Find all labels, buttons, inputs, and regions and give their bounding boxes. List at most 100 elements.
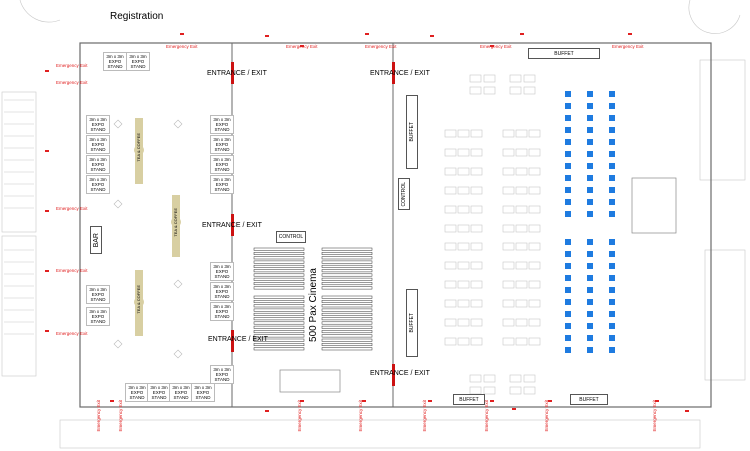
blue-seat-40 xyxy=(587,323,593,329)
banquet-table-65 xyxy=(515,299,528,308)
door-5 xyxy=(392,364,395,386)
emergency-exit-marker-13 xyxy=(45,330,49,332)
banquet-table-21 xyxy=(528,129,541,138)
control-box-1: CONTROL xyxy=(276,231,306,243)
banquet-table-42 xyxy=(470,261,483,270)
seat-row-11 xyxy=(253,269,305,273)
blue-seat-52 xyxy=(609,199,615,205)
banquet-table-64 xyxy=(502,299,515,308)
banquet-table-75 xyxy=(469,86,482,95)
bar-label: BAR xyxy=(92,232,100,248)
expo-stand-text: EXPO xyxy=(215,309,229,314)
emergency-exit-marker-16 xyxy=(300,400,304,402)
blue-seat-49 xyxy=(609,163,615,169)
blue-seat-43 xyxy=(609,91,615,97)
banquet-table-45 xyxy=(470,280,483,289)
blue-seat-57 xyxy=(609,275,615,281)
banquet-table-3 xyxy=(470,129,483,138)
expo-stand-text: EXPO xyxy=(215,142,229,147)
blue-seat-56 xyxy=(609,263,615,269)
blue-seat-47 xyxy=(609,139,615,145)
banquet-table-53 xyxy=(457,337,470,346)
banquet-table-57 xyxy=(528,242,541,251)
entrance-exit-label-5: ENTRANCE / EXIT xyxy=(370,370,430,377)
door-1 xyxy=(231,62,234,84)
expo-stand-text: STAND xyxy=(195,395,211,400)
blue-seat-62 xyxy=(609,335,615,341)
blue-seat-33 xyxy=(587,239,593,245)
entrance-exit-label-3: ENTRANCE / EXIT xyxy=(202,222,262,229)
expo-stand-text: STAND xyxy=(90,297,106,302)
seat-row-30 xyxy=(321,312,373,316)
banquet-table-72 xyxy=(528,337,541,346)
tea-coffee-label-2: TEA & COFFEE xyxy=(173,208,178,237)
door-2 xyxy=(392,62,395,84)
emergency-exit-marker-22 xyxy=(655,400,659,402)
banquet-table-51 xyxy=(470,318,483,327)
banquet-table-55 xyxy=(502,242,515,251)
blue-seat-26 xyxy=(587,139,593,145)
seat-row-37 xyxy=(253,330,305,334)
blue-seat-12 xyxy=(565,239,571,245)
emergency-exit-marker-19 xyxy=(490,400,494,402)
banquet-table-66 xyxy=(528,299,541,308)
seat-row-4 xyxy=(321,252,373,255)
expo-stand-text: EXPO xyxy=(215,182,229,187)
emergency-exit-marker-10 xyxy=(45,150,49,152)
blue-seat-51 xyxy=(609,187,615,193)
expo-stand-text: 3m x 3m xyxy=(89,177,107,182)
banquet-table-30 xyxy=(528,186,541,195)
expo-stand-text: STAND xyxy=(214,187,230,192)
blue-seat-30 xyxy=(587,187,593,193)
emergency-exit-marker-15 xyxy=(265,410,269,412)
blue-seat-15 xyxy=(565,275,571,281)
expo-stand-text: 3m x 3m xyxy=(89,117,107,122)
seat-row-23 xyxy=(253,300,305,303)
banquet-table-52 xyxy=(444,337,457,346)
expo-stand-text: EXPO xyxy=(91,162,105,167)
expo-stand-text: EXPO xyxy=(91,142,105,147)
banquet-table-38 xyxy=(457,242,470,251)
expo-stand-text: STAND xyxy=(173,395,189,400)
emergency-exit-marker-11 xyxy=(45,210,49,212)
expo-stand-text: EXPO xyxy=(215,289,229,294)
banquet-table-35 xyxy=(515,224,528,233)
expo-stand-text: 3m x 3m xyxy=(89,137,107,142)
seat-row-24 xyxy=(321,300,373,303)
emergency-exit-label-17: Emergency Exit xyxy=(544,400,549,432)
expo-stand-text: 3m x 3m xyxy=(89,287,107,292)
seat-row-16 xyxy=(321,277,373,281)
expo-stand-text: 3m x 3m xyxy=(213,264,231,269)
blue-seat-37 xyxy=(587,287,593,293)
banquet-table-47 xyxy=(457,299,470,308)
emergency-exit-label-10: Emergency Exit xyxy=(56,331,88,336)
expo-stand-text: EXPO xyxy=(108,59,122,64)
emergency-exit-label-3: Emergency Exit xyxy=(365,44,397,49)
buffet-box-5: BUFFET xyxy=(570,394,608,405)
banquet-table-23 xyxy=(515,148,528,157)
emergency-exit-marker-7 xyxy=(520,33,524,35)
entrance-exit-label-4: ENTRANCE / EXIT xyxy=(208,336,268,343)
expo-stand-text: 3m x 3m xyxy=(89,309,107,314)
blue-seat-23 xyxy=(587,103,593,109)
blue-seat-1 xyxy=(565,91,571,97)
seat-row-44 xyxy=(321,343,373,346)
banquet-table-8 xyxy=(457,167,470,176)
banquet-table-85 xyxy=(509,374,522,383)
seat-row-28 xyxy=(321,308,373,312)
banquet-table-50 xyxy=(457,318,470,327)
banquet-table-69 xyxy=(528,318,541,327)
blue-seat-28 xyxy=(587,163,593,169)
seat-row-21 xyxy=(253,295,305,299)
emergency-exit-marker-4 xyxy=(365,33,369,35)
seat-row-43 xyxy=(253,343,305,346)
banquet-table-4 xyxy=(444,148,457,157)
seat-row-2 xyxy=(321,247,373,251)
banquet-table-54 xyxy=(470,337,483,346)
